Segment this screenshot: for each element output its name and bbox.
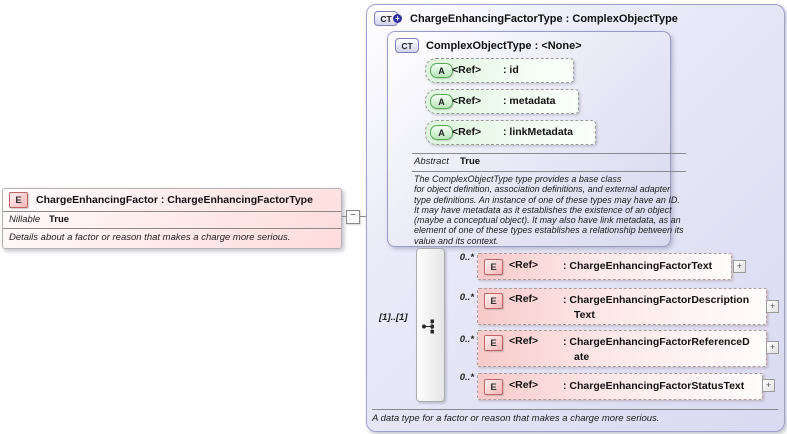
nillable-label: Nillable: [9, 214, 41, 225]
nillable-value: True: [49, 214, 70, 225]
abstract-label: Abstract: [414, 156, 449, 167]
element-name-line: : ChargeEnhancingFactorStatusText: [563, 380, 745, 392]
attribute-name: : linkMetadata: [503, 126, 574, 138]
attribute-box-link-metadata[interactable]: A <Ref> : linkMetadata: [425, 120, 596, 145]
element-box-charge-enhancing-factor-text[interactable]: E <Ref> : ChargeEnhancingFactorText: [477, 253, 732, 280]
complex-type-header: CT + ChargeEnhancingFactorType : Complex…: [367, 5, 784, 26]
annotation-line: The ComplexObjectType type provides a ba…: [414, 174, 622, 184]
attribute-box-metadata[interactable]: A <Ref> : metadata: [425, 89, 579, 114]
occurs-label: 0..*: [459, 292, 474, 303]
abstract-row: Abstract True: [412, 153, 686, 172]
annotation-line: type definitions. An instance of one of …: [414, 194, 680, 205]
complex-type-global-icon: CT +: [374, 11, 402, 26]
complex-type-icon: CT: [395, 38, 419, 53]
attribute-ref-label: <Ref>: [452, 95, 482, 107]
annotation-line: for object definition, association defin…: [414, 184, 671, 195]
annotation-line: It may have metadata as it establishes t…: [414, 204, 672, 215]
base-type-header: CT ComplexObjectType : <None>: [388, 32, 670, 53]
base-type-title: ComplexObjectType : <None>: [426, 39, 582, 52]
element-ref-label: <Ref>: [509, 259, 539, 271]
element-name: : ChargeEnhancingFactorDescription Text: [563, 293, 749, 323]
attribute-box-id[interactable]: A <Ref> : id: [425, 58, 574, 83]
occurs-label: 0..*: [459, 372, 474, 383]
attribute-icon: A: [430, 94, 453, 109]
element-header: E ChargeEnhancingFactor : ChargeEnhancin…: [3, 189, 341, 211]
complex-type-title: ChargeEnhancingFactorType : ComplexObjec…: [410, 12, 678, 25]
element-name-line: : ChargeEnhancingFactorReferenceD: [563, 336, 750, 348]
attribute-ref-label: <Ref>: [452, 64, 482, 76]
attribute-name: : metadata: [503, 95, 556, 107]
element-box-charge-enhancing-factor-description-text[interactable]: E <Ref> : ChargeEnhancingFactorDescripti…: [477, 288, 767, 325]
annotation-line: element of one of these types establishe…: [414, 225, 684, 236]
sequence-icon: [422, 319, 434, 334]
divider: [372, 409, 778, 410]
element-ref-label: <Ref>: [509, 335, 539, 347]
annotation-line: value and its context.: [414, 235, 499, 246]
base-type-box-complex-object-type[interactable]: CT ComplexObjectType : <None> A <Ref> : …: [387, 31, 686, 247]
element-icon: E: [484, 379, 503, 395]
expand-button[interactable]: +: [766, 341, 779, 354]
expand-button[interactable]: +: [733, 260, 746, 273]
complex-type-annotation: A data type for a factor or reason that …: [372, 413, 660, 424]
occurs-label: 0..*: [459, 252, 474, 263]
attribute-ref-label: <Ref>: [452, 126, 482, 138]
element-name-line: Text: [574, 309, 595, 321]
element-ref-label: <Ref>: [509, 293, 539, 305]
element-icon: E: [484, 259, 503, 275]
base-type-annotation: The ComplexObjectType type provides a ba…: [414, 174, 690, 246]
abstract-value: True: [460, 156, 481, 167]
element-box-charge-enhancing-factor[interactable]: E ChargeEnhancingFactor : ChargeEnhancin…: [2, 188, 342, 249]
global-type-plus-icon: +: [393, 14, 402, 23]
element-name-line: : ChargeEnhancingFactorDescription: [563, 294, 750, 306]
attribute-name: : id: [503, 64, 519, 76]
occurs-label: 0..*: [459, 334, 474, 345]
element-annotation: Details about a factor or reason that ma…: [9, 232, 291, 243]
element-icon: E: [484, 335, 503, 351]
element-name-line: : ChargeEnhancingFactorText: [563, 260, 713, 272]
attribute-icon: A: [430, 125, 453, 140]
element-name-line: ate: [574, 351, 590, 363]
element-icon: E: [9, 192, 28, 208]
element-box-charge-enhancing-factor-reference-date[interactable]: E <Ref> : ChargeEnhancingFactorReference…: [477, 330, 767, 367]
annotation-line: (maybe a conceptual object). It may also…: [414, 215, 681, 226]
element-name: : ChargeEnhancingFactorReferenceD ate: [563, 335, 750, 365]
nillable-row: Nillable True: [3, 211, 341, 229]
element-name: : ChargeEnhancingFactorStatusText: [563, 379, 744, 394]
element-name: : ChargeEnhancingFactorText: [563, 259, 712, 274]
element-ref-label: <Ref>: [509, 379, 539, 391]
cardinality-label: [1]..[1]: [379, 312, 408, 323]
complex-type-box-charge-enhancing-factor-type[interactable]: CT + ChargeEnhancingFactorType : Complex…: [366, 4, 785, 432]
ct-badge-text: CT: [380, 13, 392, 24]
element-box-charge-enhancing-factor-status-text[interactable]: E <Ref> : ChargeEnhancingFactorStatusTex…: [477, 373, 763, 400]
collapse-button[interactable]: −: [346, 210, 360, 224]
element-title: ChargeEnhancingFactor : ChargeEnhancingF…: [36, 194, 313, 206]
sequence-compositor[interactable]: [416, 248, 445, 402]
attribute-icon: A: [430, 63, 453, 78]
expand-button[interactable]: +: [766, 300, 779, 313]
element-icon: E: [484, 293, 503, 309]
expand-button[interactable]: +: [762, 379, 775, 392]
